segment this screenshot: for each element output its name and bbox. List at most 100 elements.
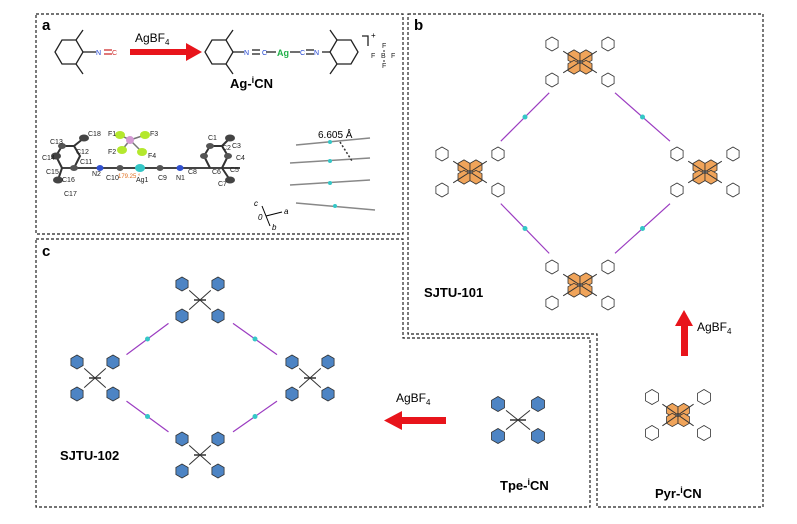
ag-node [252,414,258,419]
bond [704,171,723,184]
svg-text:F: F [382,43,386,50]
bond [579,50,598,63]
pyrene-ring [692,169,706,185]
bond [517,419,531,430]
bond [562,61,581,74]
bond [188,454,201,465]
phenyl-ring [491,396,505,412]
svg-text:C4: C4 [236,155,245,162]
bond [662,403,679,416]
bond [469,160,488,173]
bond [188,299,201,310]
ag-node [252,336,258,342]
bond [199,290,212,301]
axes-indicator [261,205,283,227]
complex-charge: + [371,31,376,40]
complex-c2: C [300,50,305,57]
bond [469,171,488,184]
arrow-a-head [186,43,202,61]
svg-text:F1: F1 [108,131,116,138]
pyrene-ring [469,169,483,185]
complex-metal: Ag [277,48,289,58]
bond [94,377,107,388]
sjtu-101-label: SJTU-101 [424,285,483,300]
svg-text:C16: C16 [62,177,75,184]
panel-c-letter: c [42,243,50,260]
svg-text:F: F [382,63,386,70]
svg-text:C15: C15 [46,169,59,176]
bond [452,160,471,173]
phenyl-ring [491,146,505,162]
tpe-linker-label: Tpe-iCN [500,477,549,493]
ag-node [145,414,150,419]
bond [83,368,96,379]
phenyl-ring [645,389,659,405]
svg-text:F3: F3 [150,131,158,138]
phenyl-ring [175,276,189,292]
svg-text:F4: F4 [148,153,156,160]
phenyl-ring [545,36,559,52]
bond [579,273,598,286]
bond [505,410,519,421]
sjtu-102-label: SJTU-102 [60,448,119,463]
distance-label: 6.605 Å [318,128,353,141]
svg-text:C14: C14 [42,155,55,162]
phenyl-ring [697,425,711,441]
framework-sjtu-102 [70,276,335,479]
phenyl-ring [70,354,84,370]
phenyl-ring [211,308,225,324]
pyrene-ring [457,169,471,185]
complex-n2: N [314,50,319,57]
bond [687,160,706,173]
packing-view [289,137,376,211]
phenyl-ring [726,146,740,162]
phenyl-ring [285,354,299,370]
axis-a: a [284,207,289,216]
svg-text:F2: F2 [108,149,116,156]
phenyl-ring [321,386,335,402]
bond [517,410,531,421]
ag-node [522,226,528,231]
bond [562,284,581,297]
ag-node [640,226,645,231]
phenyl-ring [531,428,545,444]
bond [298,377,311,388]
complex-c1: C [262,50,267,57]
pyrene-ring [579,282,593,298]
bond [188,290,201,301]
bond [309,368,322,379]
bond [83,377,96,388]
complex-n1: N [244,50,249,57]
crystal-structure [51,131,240,184]
arrow-tpe-head [384,411,402,430]
phenyl-ring [545,259,559,275]
arrow-tpe-shaft [400,417,446,424]
ag-node [522,114,528,120]
phenyl-ring [491,428,505,444]
arrow-pyr-head [675,310,693,326]
svg-text:N2: N2 [92,171,101,178]
phenyl-ring [175,308,189,324]
svg-text:C2: C2 [222,145,231,152]
bond [309,377,322,388]
phenyl-ring [531,396,545,412]
svg-text:F: F [391,53,395,60]
panel-c-border [35,238,591,508]
product-label: Ag-iCN [230,75,273,91]
phenyl-ring [645,425,659,441]
panel-b-border [407,13,764,508]
angle-label: 179.25 ° [118,174,141,180]
bond [562,273,581,286]
product-ag-complex [204,29,369,75]
phenyl-ring [211,431,225,447]
svg-text:B: B [381,53,386,60]
ag-node [145,336,150,342]
svg-text:C12: C12 [76,149,89,156]
pyrene-ring [677,412,690,428]
axis-b: b [272,223,277,232]
svg-text:C10: C10 [106,175,119,182]
tpe-linker [491,396,545,444]
phenyl-ring [435,182,449,198]
pyr-linker [645,389,711,441]
